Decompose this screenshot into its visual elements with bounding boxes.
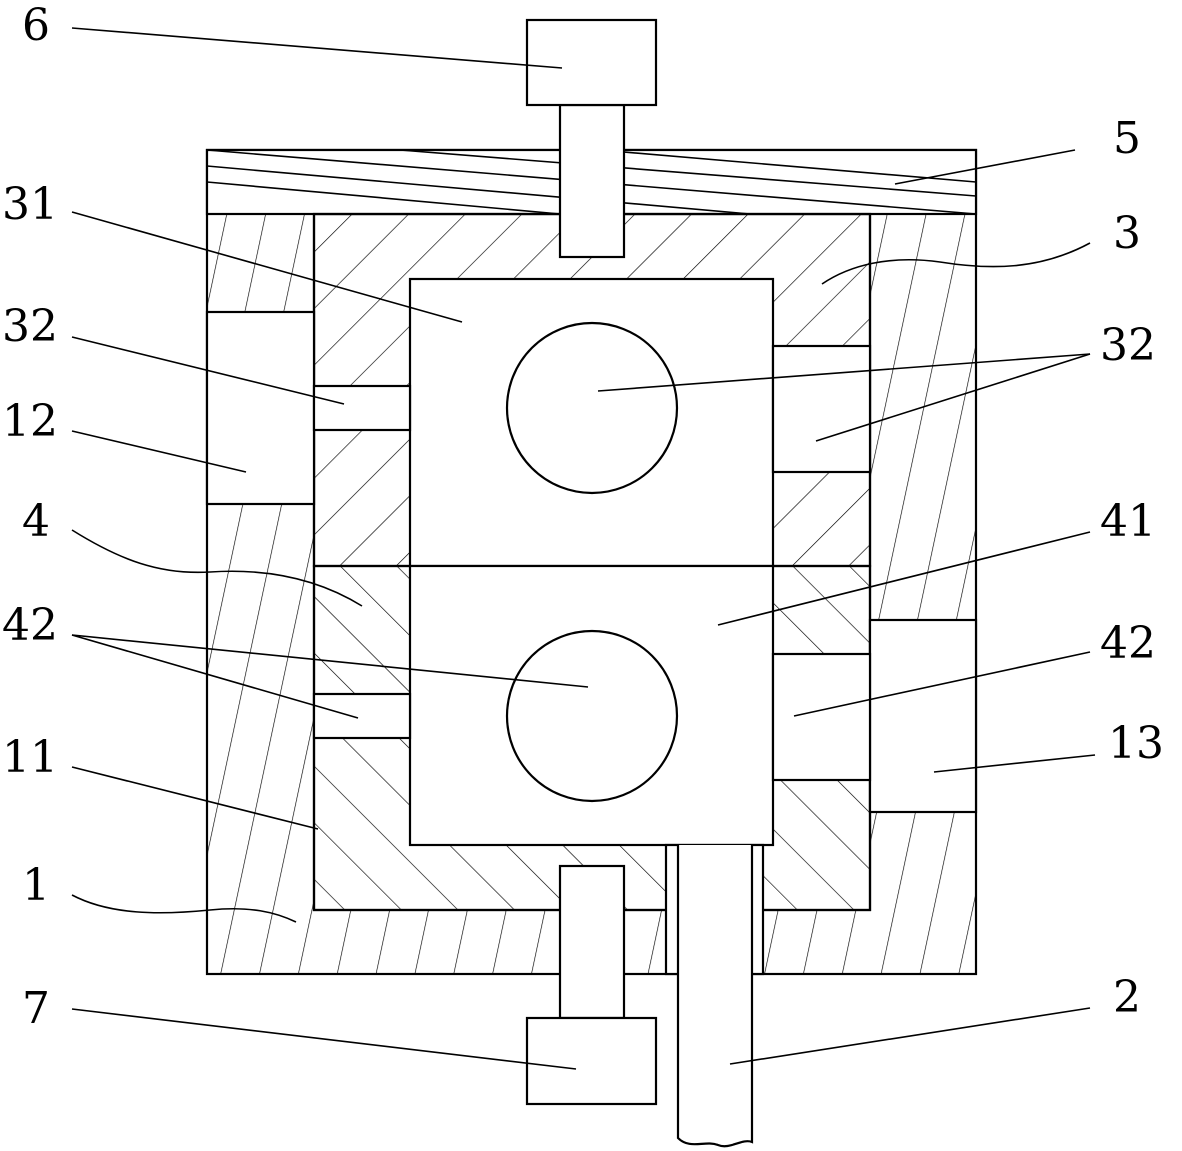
label-31: 31 [2,179,58,230]
upper-ball [505,321,679,495]
label-42-left: 42 [2,600,58,651]
label-11: 11 [2,732,58,783]
lower-passage-right [771,652,872,782]
label-42-right: 42 [1100,618,1156,669]
label-7: 7 [22,983,50,1034]
label-32-left: 32 [2,301,58,352]
lower-passage-left [312,692,412,740]
label-13: 13 [1108,718,1164,769]
upper-actuator [525,18,658,259]
label-6: 6 [22,0,50,51]
right-port [868,618,978,814]
label-2: 2 [1113,972,1141,1023]
left-port [205,310,316,506]
leader-lines [71,27,1096,1070]
lower-ball [505,629,679,803]
label-5: 5 [1113,113,1141,164]
label-4: 4 [22,496,50,547]
label-12: 12 [2,396,58,447]
label-41: 41 [1100,496,1156,547]
output-rod [664,843,765,1148]
upper-passage-left [312,384,412,432]
label-32-right: 32 [1100,320,1156,371]
label-3: 3 [1113,208,1141,259]
part-labels: 6 5 31 3 32 32 12 4 41 42 42 13 11 1 7 2 [2,0,1164,1034]
label-1: 1 [22,860,50,911]
lower-actuator [525,864,658,1106]
upper-passage-right [771,344,872,474]
